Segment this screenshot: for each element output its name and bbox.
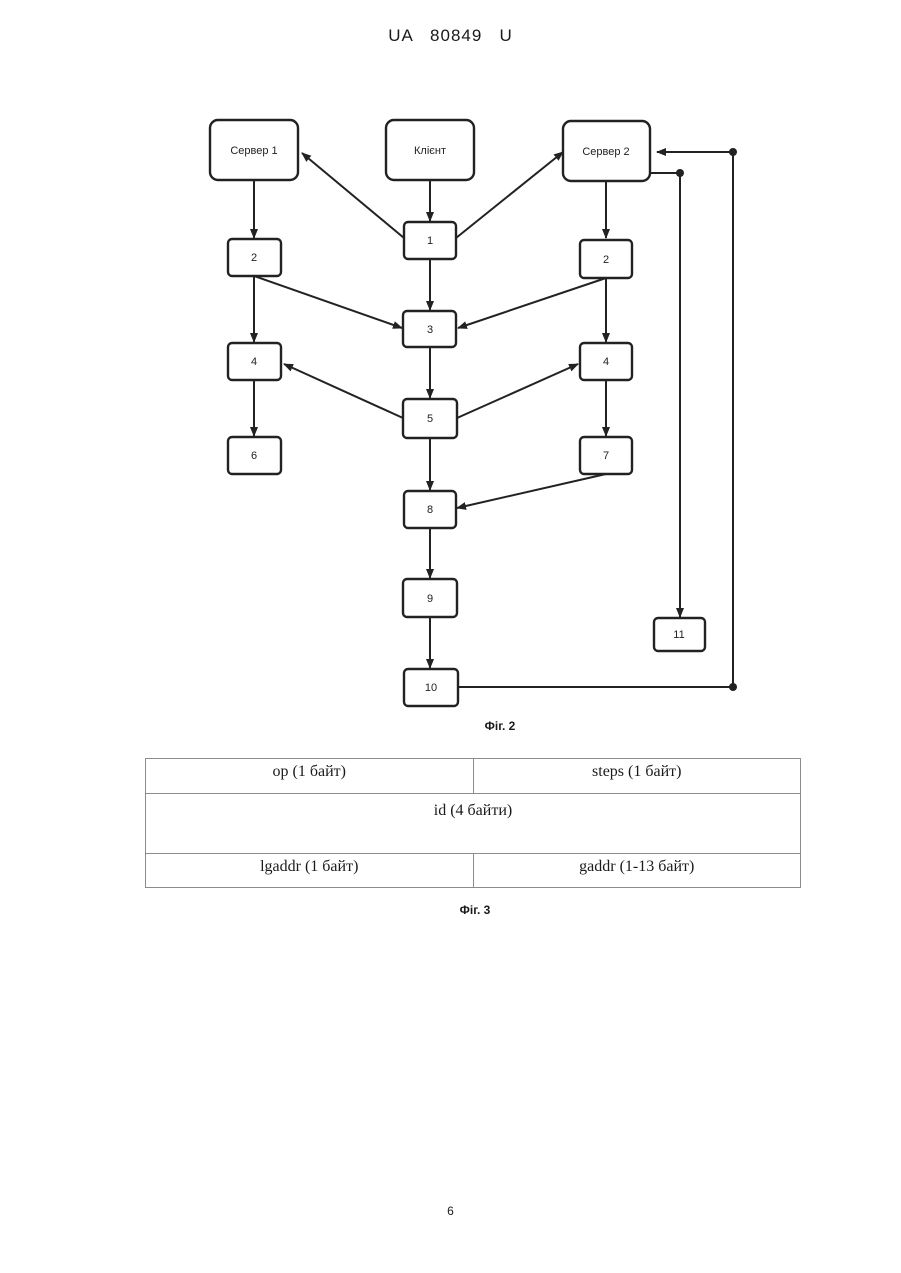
node-3: 3 xyxy=(403,311,456,347)
cell-gaddr: gaddr (1-13 байт) xyxy=(473,854,801,888)
svg-text:Клієнт: Клієнт xyxy=(414,145,446,157)
page-number: 6 xyxy=(0,1204,901,1218)
svg-text:7: 7 xyxy=(603,450,609,462)
cell-op: op (1 байт) xyxy=(146,759,474,794)
junction-dot-bottom xyxy=(729,683,737,691)
table-row: id (4 байти) xyxy=(146,794,801,854)
edge-2right-3 xyxy=(458,278,606,328)
svg-text:8: 8 xyxy=(427,504,433,516)
node-server1: Сервер 1 xyxy=(210,120,298,180)
node-2-right: 2 xyxy=(580,240,632,278)
edge-7-8 xyxy=(457,474,606,508)
node-8: 8 xyxy=(404,491,456,528)
svg-text:Сервер 1: Сервер 1 xyxy=(230,145,277,157)
table-row: lgaddr (1 байт) gaddr (1-13 байт) xyxy=(146,854,801,888)
cell-steps: steps (1 байт) xyxy=(473,759,801,794)
node-4-left: 4 xyxy=(228,343,281,380)
svg-text:4: 4 xyxy=(603,356,609,368)
svg-text:1: 1 xyxy=(427,235,433,247)
svg-text:3: 3 xyxy=(427,324,433,336)
node-client: Клієнт xyxy=(386,120,474,180)
cell-lgaddr: lgaddr (1 байт) xyxy=(146,854,474,888)
svg-text:10: 10 xyxy=(425,682,437,694)
svg-text:Сервер 2: Сервер 2 xyxy=(582,146,629,158)
cell-id: id (4 байти) xyxy=(146,794,801,854)
junction-dot-server2 xyxy=(676,169,684,177)
figure-2-caption: Фіг. 2 xyxy=(450,719,550,733)
svg-text:11: 11 xyxy=(673,629,684,641)
node-9: 9 xyxy=(403,579,457,617)
node-2-left: 2 xyxy=(228,239,281,276)
edge-5-4right xyxy=(457,364,578,418)
node-7: 7 xyxy=(580,437,632,474)
node-10: 10 xyxy=(404,669,458,706)
node-server2: Сервер 2 xyxy=(563,121,650,181)
edge-server2-11 xyxy=(650,173,680,617)
svg-text:9: 9 xyxy=(427,593,433,605)
node-6: 6 xyxy=(228,437,281,474)
svg-text:2: 2 xyxy=(603,254,609,266)
figure-3-caption: Фіг. 3 xyxy=(425,903,525,917)
svg-text:2: 2 xyxy=(251,252,257,264)
edge-5-4left xyxy=(284,364,403,418)
node-1: 1 xyxy=(404,222,456,259)
edge-10-server2 xyxy=(458,152,733,687)
packet-format-table: op (1 байт) steps (1 байт) id (4 байти) … xyxy=(145,758,801,888)
junction-dot-top xyxy=(729,148,737,156)
edge-2left-3 xyxy=(254,276,402,328)
edges xyxy=(254,148,737,691)
node-4-right: 4 xyxy=(580,343,632,380)
flow-diagram: Сервер 1 Клієнт Сервер 2 1 2 2 3 4 4 5 6 xyxy=(0,0,901,720)
node-11: 11 xyxy=(654,618,705,651)
svg-text:5: 5 xyxy=(427,413,433,425)
table-row: op (1 байт) steps (1 байт) xyxy=(146,759,801,794)
node-5: 5 xyxy=(403,399,457,438)
svg-text:6: 6 xyxy=(251,450,257,462)
svg-text:4: 4 xyxy=(251,356,257,368)
